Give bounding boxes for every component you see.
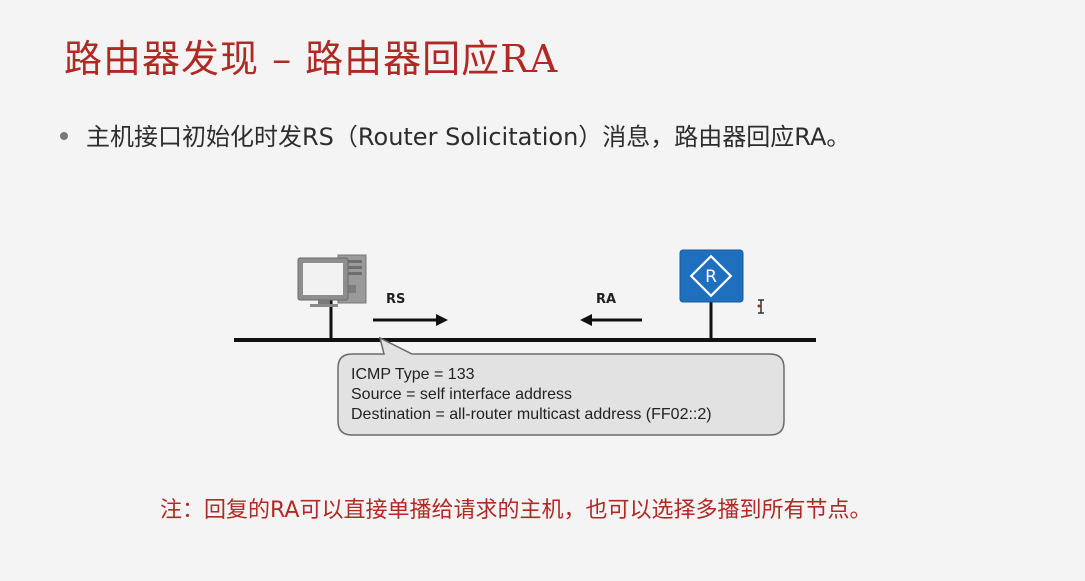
slide-title: 路由器发现 – 路由器回应RA <box>64 37 559 81</box>
bullet-item: 主机接口初始化时发RS（Router Solicitation）消息，路由器回应… <box>60 117 850 152</box>
ra-arrow <box>580 314 642 326</box>
router-icon: R <box>679 249 744 340</box>
callout-line-1: ICMP Type = 133 <box>351 366 475 383</box>
rs-arrow <box>373 314 448 326</box>
cursor-icon <box>757 299 764 314</box>
bullet-dot <box>60 132 68 140</box>
rs-label: RS <box>386 292 405 307</box>
ra-label: RA <box>596 292 616 307</box>
callout-bubble: ICMP Type = 133 Source = self interface … <box>337 336 785 436</box>
desktop-computer-icon <box>297 254 367 340</box>
footnote: 注：回复的RA可以直接单播给请求的主机，也可以选择多播到所有节点。 <box>160 498 872 523</box>
router-letter: R <box>705 267 717 287</box>
callout-line-3: Destination = all-router multicast addre… <box>351 406 712 423</box>
bullet-text: 主机接口初始化时发RS（Router Solicitation）消息，路由器回应… <box>86 123 851 151</box>
callout-line-2: Source = self interface address <box>351 386 572 403</box>
